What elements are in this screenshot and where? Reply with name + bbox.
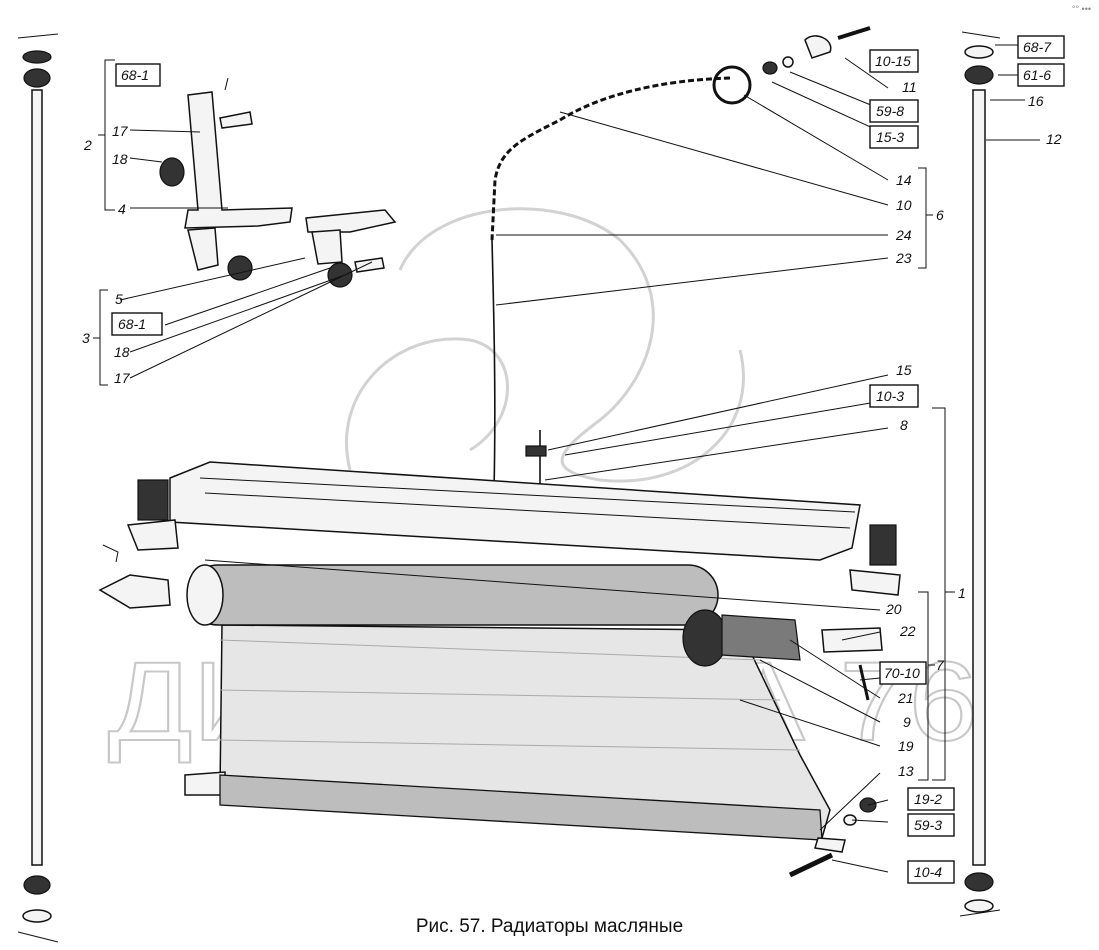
- callout-10-4: 10-4: [914, 864, 942, 880]
- callout-21: 21: [897, 690, 914, 706]
- callout-8: 8: [900, 417, 908, 433]
- callout-18-low: 18: [114, 344, 130, 360]
- callout-70-10: 70-10: [884, 665, 920, 681]
- left-rod: [17, 33, 59, 943]
- callout-14: 14: [896, 172, 912, 188]
- callout-3: 3: [82, 330, 90, 346]
- callout-7: 7: [936, 657, 945, 673]
- callout-19: 19: [898, 738, 914, 754]
- braces: [93, 59, 955, 781]
- leader-lines: [119, 44, 1040, 873]
- roller-blind: [98, 544, 883, 878]
- callout-17-low: 17: [114, 370, 131, 386]
- callout-1: 1: [958, 585, 966, 601]
- callout-10-3: 10-3: [876, 388, 904, 404]
- callout-15: 15: [896, 362, 912, 378]
- right-rod: [959, 31, 1001, 917]
- callout-59-8: 59-8: [876, 103, 904, 119]
- callout-23: 23: [895, 250, 912, 266]
- callout-15-3: 15-3: [876, 129, 904, 145]
- callout-18-top: 18: [112, 151, 128, 167]
- callout-6: 6: [936, 207, 944, 223]
- callout-22: 22: [899, 623, 916, 639]
- callout-13: 13: [898, 763, 914, 779]
- callout-61-6: 61-6: [1023, 67, 1051, 83]
- callout-68-1-low: 68-1: [118, 316, 146, 332]
- callout-10-chain: 10: [896, 197, 912, 213]
- callout-68-7: 68-7: [1023, 39, 1052, 55]
- callout-59-3: 59-3: [914, 817, 942, 833]
- callout-9: 9: [903, 714, 911, 730]
- callout-11: 11: [902, 79, 917, 95]
- chain-assembly: [490, 26, 871, 495]
- callout-12: 12: [1046, 131, 1062, 147]
- mount-bracket-assembly: [159, 91, 397, 288]
- figure-caption: Рис. 57. Радиаторы масляные: [415, 916, 684, 937]
- callout-19-2: 19-2: [914, 791, 942, 807]
- radiator-housing: [126, 461, 901, 596]
- callout-5: 5: [115, 291, 123, 307]
- callout-16: 16: [1028, 93, 1044, 109]
- corner-mark: °° •••: [1071, 4, 1091, 14]
- callout-20: 20: [885, 601, 902, 617]
- callout-17-top: 17: [112, 123, 129, 139]
- callout-labels: 68-1 17 18 2 4 5 68-1 3 18 17 10-15 11 5…: [82, 35, 1065, 884]
- callout-68-1-top: 68-1: [121, 67, 149, 83]
- callout-24: 24: [895, 227, 912, 243]
- callout-10-15: 10-15: [875, 53, 911, 69]
- callout-2: 2: [83, 137, 92, 153]
- callout-4: 4: [118, 201, 126, 217]
